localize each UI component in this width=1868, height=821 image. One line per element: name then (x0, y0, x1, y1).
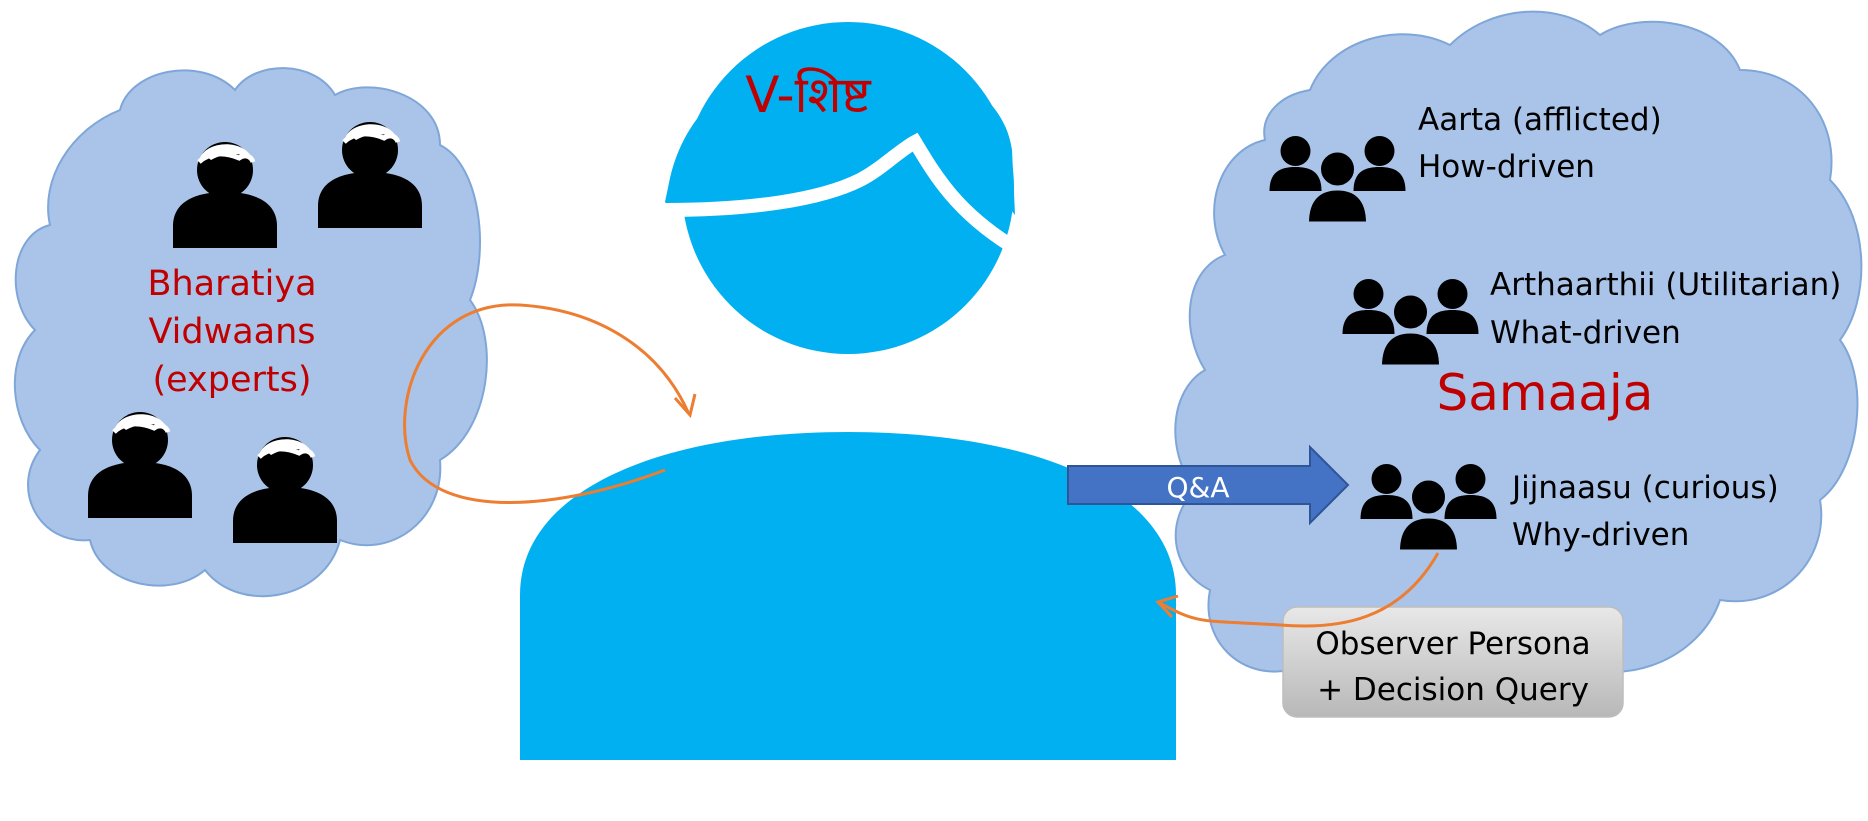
group-aarta-name: Aarta (afflicted) (1418, 102, 1662, 138)
persona-hair (665, 55, 1015, 215)
group-arthaarthii-driver: What-driven (1490, 315, 1681, 351)
observer-line2: + Decision Query (1317, 672, 1589, 708)
experts-label-line2: Vidwaans (148, 312, 315, 352)
experts-label-line1: Bharatiya (147, 264, 316, 304)
society-label: Samaaja (1437, 364, 1654, 422)
qa-arrow: Q&A (1067, 444, 1350, 526)
persona-title: V-शिष्ट (745, 66, 871, 124)
qa-label: Q&A (1166, 471, 1229, 504)
group-jijnaasu-driver: Why-driven (1512, 517, 1689, 553)
group-arthaarthii-name: Arthaarthii (Utilitarian) (1490, 267, 1841, 303)
jijnaasu-to-persona-curve (1157, 552, 1440, 628)
experts-label-line3: (experts) (152, 360, 311, 400)
persona-hairline (664, 132, 1014, 251)
observer-line1: Observer Persona (1315, 626, 1590, 662)
observer-box: Observer Persona + Decision Query (1282, 606, 1624, 718)
experts-to-persona-curve (403, 303, 690, 504)
jijnaasu-arrowhead (1155, 594, 1179, 619)
persona-figure: V-शिष्ट (520, 22, 1176, 760)
group-aarta-driver: How-driven (1418, 149, 1595, 185)
experts-arrowhead (673, 393, 697, 419)
persona-body (520, 432, 1176, 760)
group-jijnaasu-name: Jijnaasu (curious) (1510, 470, 1779, 506)
